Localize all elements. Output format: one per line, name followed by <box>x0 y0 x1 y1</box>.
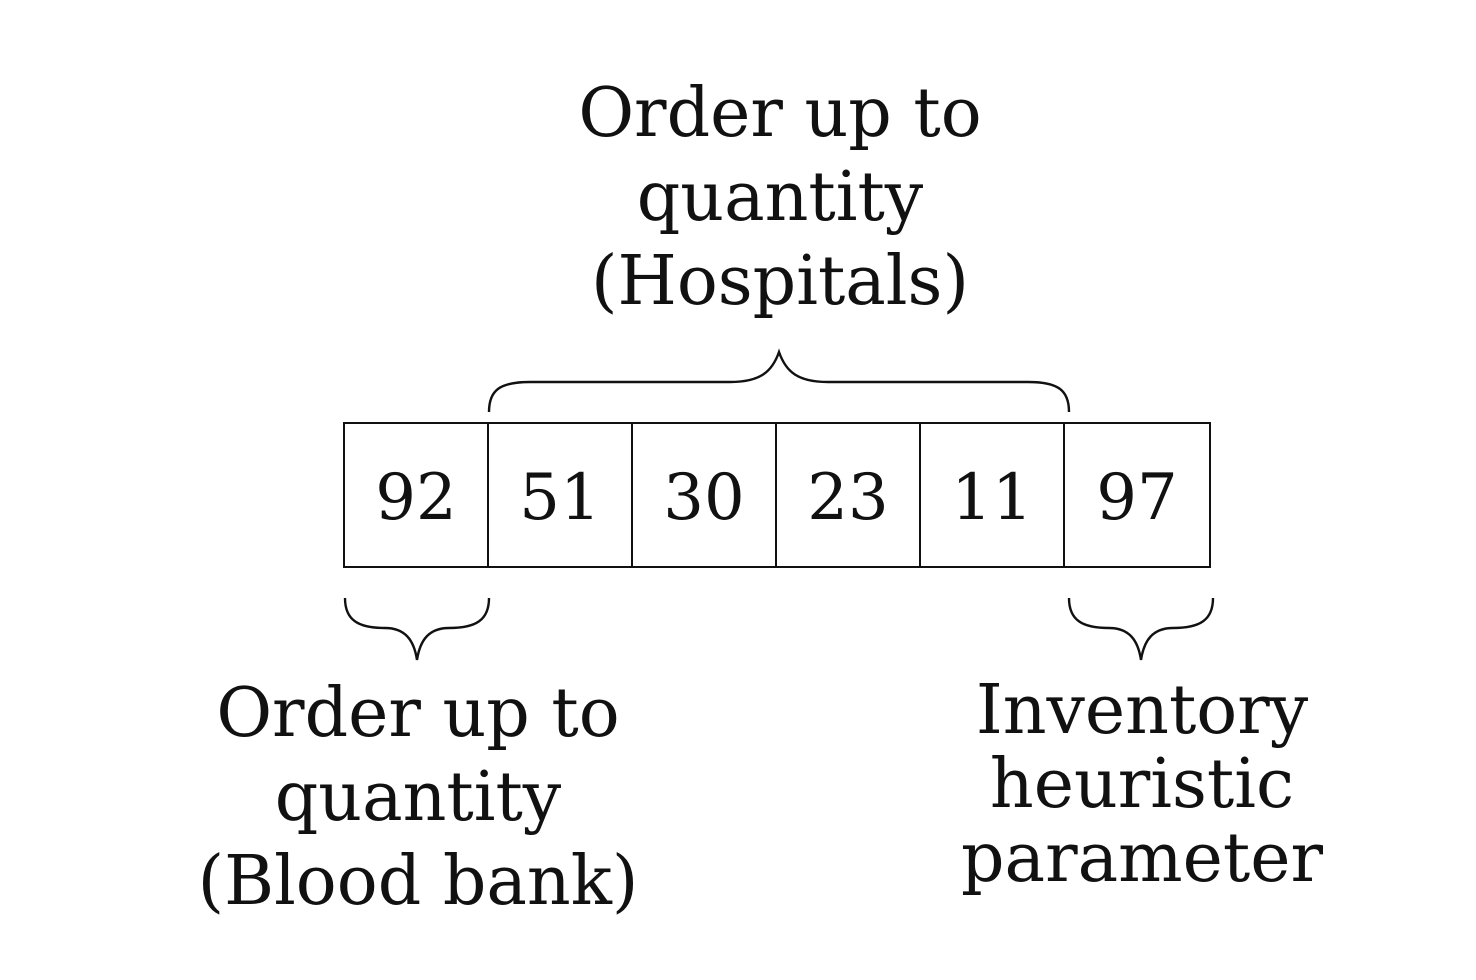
vector-cell-hospital: 23 <box>777 424 921 566</box>
inventory-heuristic-label: Inventory heuristic parameter <box>892 674 1392 896</box>
label-line: Order up to <box>578 74 982 153</box>
label-line: heuristic <box>989 745 1295 824</box>
label-line: quantity <box>274 758 562 837</box>
vector-cell-hospital: 11 <box>921 424 1065 566</box>
vector-cell-heuristic: 97 <box>1096 461 1178 535</box>
blood-bank-brace <box>343 597 491 661</box>
parameter-vector: 92 51 30 23 11 97 <box>343 422 1211 568</box>
hospitals-brace <box>487 348 1071 413</box>
vector-cell-hospital: 51 <box>489 424 633 566</box>
label-line: (Hospitals) <box>591 242 969 321</box>
label-line: Order up to <box>216 674 620 753</box>
label-line: parameter <box>961 819 1323 898</box>
blood-bank-order-up-to-label: Order up to quantity (Blood bank) <box>168 672 668 924</box>
hospitals-order-up-to-label: Order up to quantity (Hospitals) <box>530 72 1030 324</box>
label-line: (Blood bank) <box>197 842 639 921</box>
vector-cell-blood-bank: 92 <box>345 424 489 566</box>
vector-cell-hospital: 30 <box>633 424 777 566</box>
label-line: Inventory <box>975 671 1309 750</box>
label-line: quantity <box>636 158 924 237</box>
inventory-heuristic-brace <box>1067 597 1215 661</box>
